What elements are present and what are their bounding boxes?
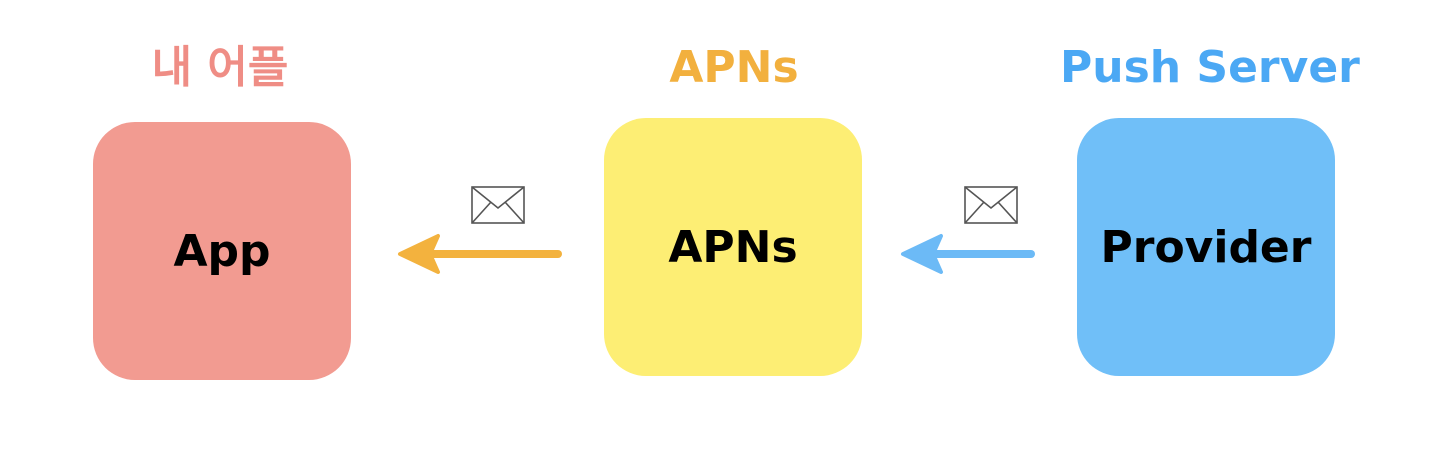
heading-push-server: Push Server: [1060, 42, 1360, 93]
envelope-icon: [964, 186, 1018, 224]
node-provider-label: Provider: [1100, 221, 1312, 273]
heading-app: 내 어플: [151, 42, 289, 93]
node-app-label: App: [173, 225, 271, 277]
node-apns: APNs: [604, 118, 862, 376]
node-apns-label: APNs: [668, 221, 798, 273]
arrow-provider-to-apns: [901, 234, 1035, 274]
node-provider: Provider: [1077, 118, 1335, 376]
arrow-apns-to-app: [398, 234, 562, 274]
heading-apns: APNs: [669, 42, 799, 93]
node-app: App: [93, 122, 351, 380]
envelope-icon: [471, 186, 525, 224]
